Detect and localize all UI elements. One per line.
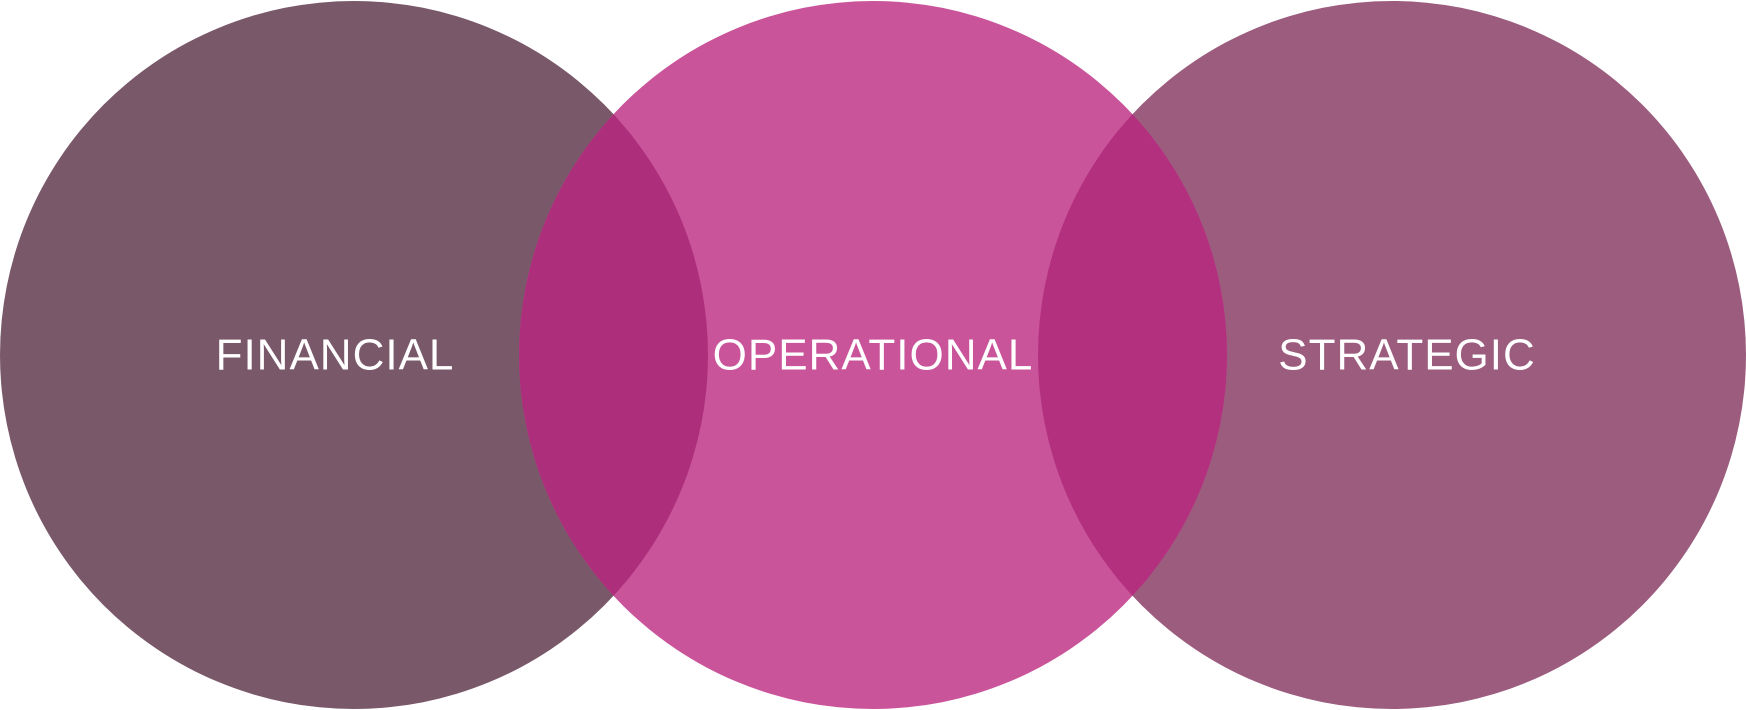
circle-financial: [0, 1, 708, 709]
label-strategic: STRATEGIC: [1278, 331, 1536, 380]
circle-strategic: [1038, 1, 1746, 709]
label-operational: OPERATIONAL: [713, 331, 1034, 380]
circle-operational: [519, 1, 1227, 709]
label-financial: FINANCIAL: [216, 331, 455, 380]
